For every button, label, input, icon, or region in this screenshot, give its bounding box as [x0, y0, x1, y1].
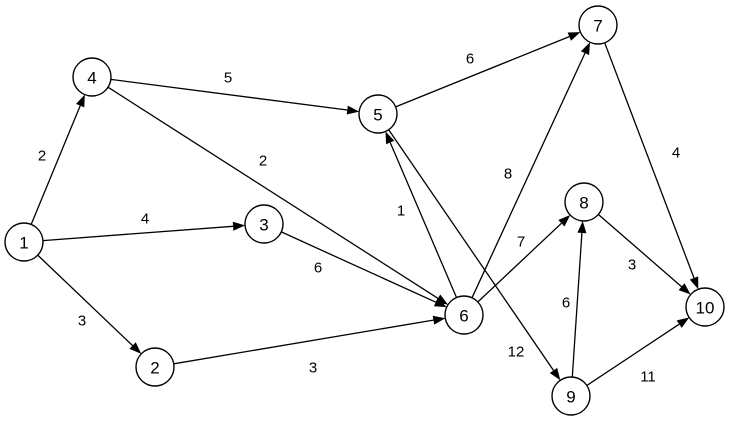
node-9: 9	[551, 376, 591, 416]
edge-9-to-8	[571, 221, 587, 378]
node-label: 2	[150, 359, 159, 378]
node-label: 9	[566, 388, 575, 407]
arrow-head	[549, 367, 561, 381]
node-8: 8	[564, 182, 604, 222]
node-3: 3	[244, 204, 284, 244]
node-6: 6	[444, 295, 484, 335]
arrow-head	[567, 32, 581, 41]
edge-4-to-6	[107, 86, 448, 305]
node-label: 8	[579, 194, 588, 213]
edge-line	[395, 35, 570, 108]
edge-weight-1-3: 4	[141, 211, 149, 228]
edge-line	[281, 231, 437, 303]
arrow-head	[432, 315, 446, 325]
node-label: 1	[19, 234, 28, 253]
node-circle	[564, 182, 604, 222]
node-2: 2	[135, 347, 175, 387]
edge-8-to-10	[597, 214, 691, 295]
arrow-head	[558, 215, 571, 227]
edge-line	[30, 105, 81, 225]
node-1: 1	[4, 222, 44, 262]
arrow-head	[678, 283, 691, 295]
edge-weight-6-7: 8	[504, 166, 512, 183]
arrow-head	[689, 276, 699, 290]
edge-3-to-6	[281, 231, 447, 308]
node-circle	[244, 204, 284, 244]
edge-weight-9-8: 6	[562, 295, 570, 312]
edge-line	[37, 254, 134, 347]
arrow-head	[76, 94, 85, 108]
edges-layer	[30, 32, 699, 387]
arrow-head	[346, 105, 360, 115]
node-10: 10	[685, 287, 725, 327]
edge-line	[586, 323, 680, 387]
edge-5-to-7	[395, 32, 581, 108]
node-circle	[72, 57, 112, 97]
node-4: 4	[72, 57, 112, 97]
edge-weight-4-5: 5	[224, 70, 232, 87]
edge-weight-4-6: 2	[259, 153, 267, 170]
edge-line	[110, 78, 348, 111]
node-circle	[135, 347, 175, 387]
node-circle	[4, 222, 44, 262]
edge-weight-3-6: 6	[314, 260, 322, 277]
arrow-head	[433, 298, 447, 308]
edge-6-to-7	[471, 42, 590, 299]
node-label: 5	[373, 106, 382, 125]
edge-line	[42, 225, 234, 242]
edge-5-to-9	[388, 129, 561, 381]
node-label: 4	[87, 69, 96, 88]
arrow-head	[232, 221, 246, 231]
edge-weight-1-2: 3	[78, 313, 86, 330]
edge-line	[388, 129, 555, 371]
edge-line	[107, 86, 439, 299]
edge-weight-6-8: 7	[517, 234, 525, 251]
node-7: 7	[578, 5, 618, 45]
node-label: 3	[259, 216, 268, 235]
node-circle	[358, 94, 398, 134]
node-circle	[551, 376, 591, 416]
edge-weight-5-9: 12	[508, 344, 525, 361]
edge-line	[471, 52, 586, 299]
edge-weight-9-10: 11	[640, 369, 656, 386]
arrow-head	[129, 342, 142, 354]
edge-1-to-3	[42, 221, 246, 242]
edge-6-to-8	[477, 215, 571, 303]
edge-1-to-2	[37, 254, 142, 354]
edge-line	[477, 222, 562, 303]
edge-7-to-10	[604, 42, 699, 290]
edge-weight-2-6: 3	[309, 360, 317, 377]
arrow-head	[385, 131, 395, 145]
edge-line	[571, 232, 583, 378]
arrow-head	[676, 317, 690, 328]
node-label: 10	[696, 299, 715, 318]
edge-line	[604, 42, 695, 279]
edge-weight-7-10: 4	[672, 145, 680, 162]
arrow-head	[580, 42, 590, 55]
edge-4-to-5	[110, 78, 360, 115]
edge-6-to-5	[385, 131, 458, 298]
edge-weight-1-4: 2	[38, 148, 46, 165]
edge-line	[389, 142, 458, 298]
node-5: 5	[358, 94, 398, 134]
node-label: 6	[459, 307, 468, 326]
edge-weight-6-5: 1	[397, 203, 405, 220]
edge-2-to-6	[173, 315, 446, 365]
node-label: 7	[593, 17, 602, 36]
node-circle	[685, 287, 725, 327]
edge-weight-8-10: 3	[628, 257, 636, 274]
edge-9-to-10	[586, 317, 690, 387]
arrow-head	[577, 221, 587, 234]
node-circle	[578, 5, 618, 45]
edge-line	[597, 214, 683, 288]
node-circle	[444, 295, 484, 335]
edge-1-to-4	[30, 94, 85, 225]
edge-weight-5-7: 6	[466, 51, 474, 68]
edge-line	[173, 319, 434, 365]
